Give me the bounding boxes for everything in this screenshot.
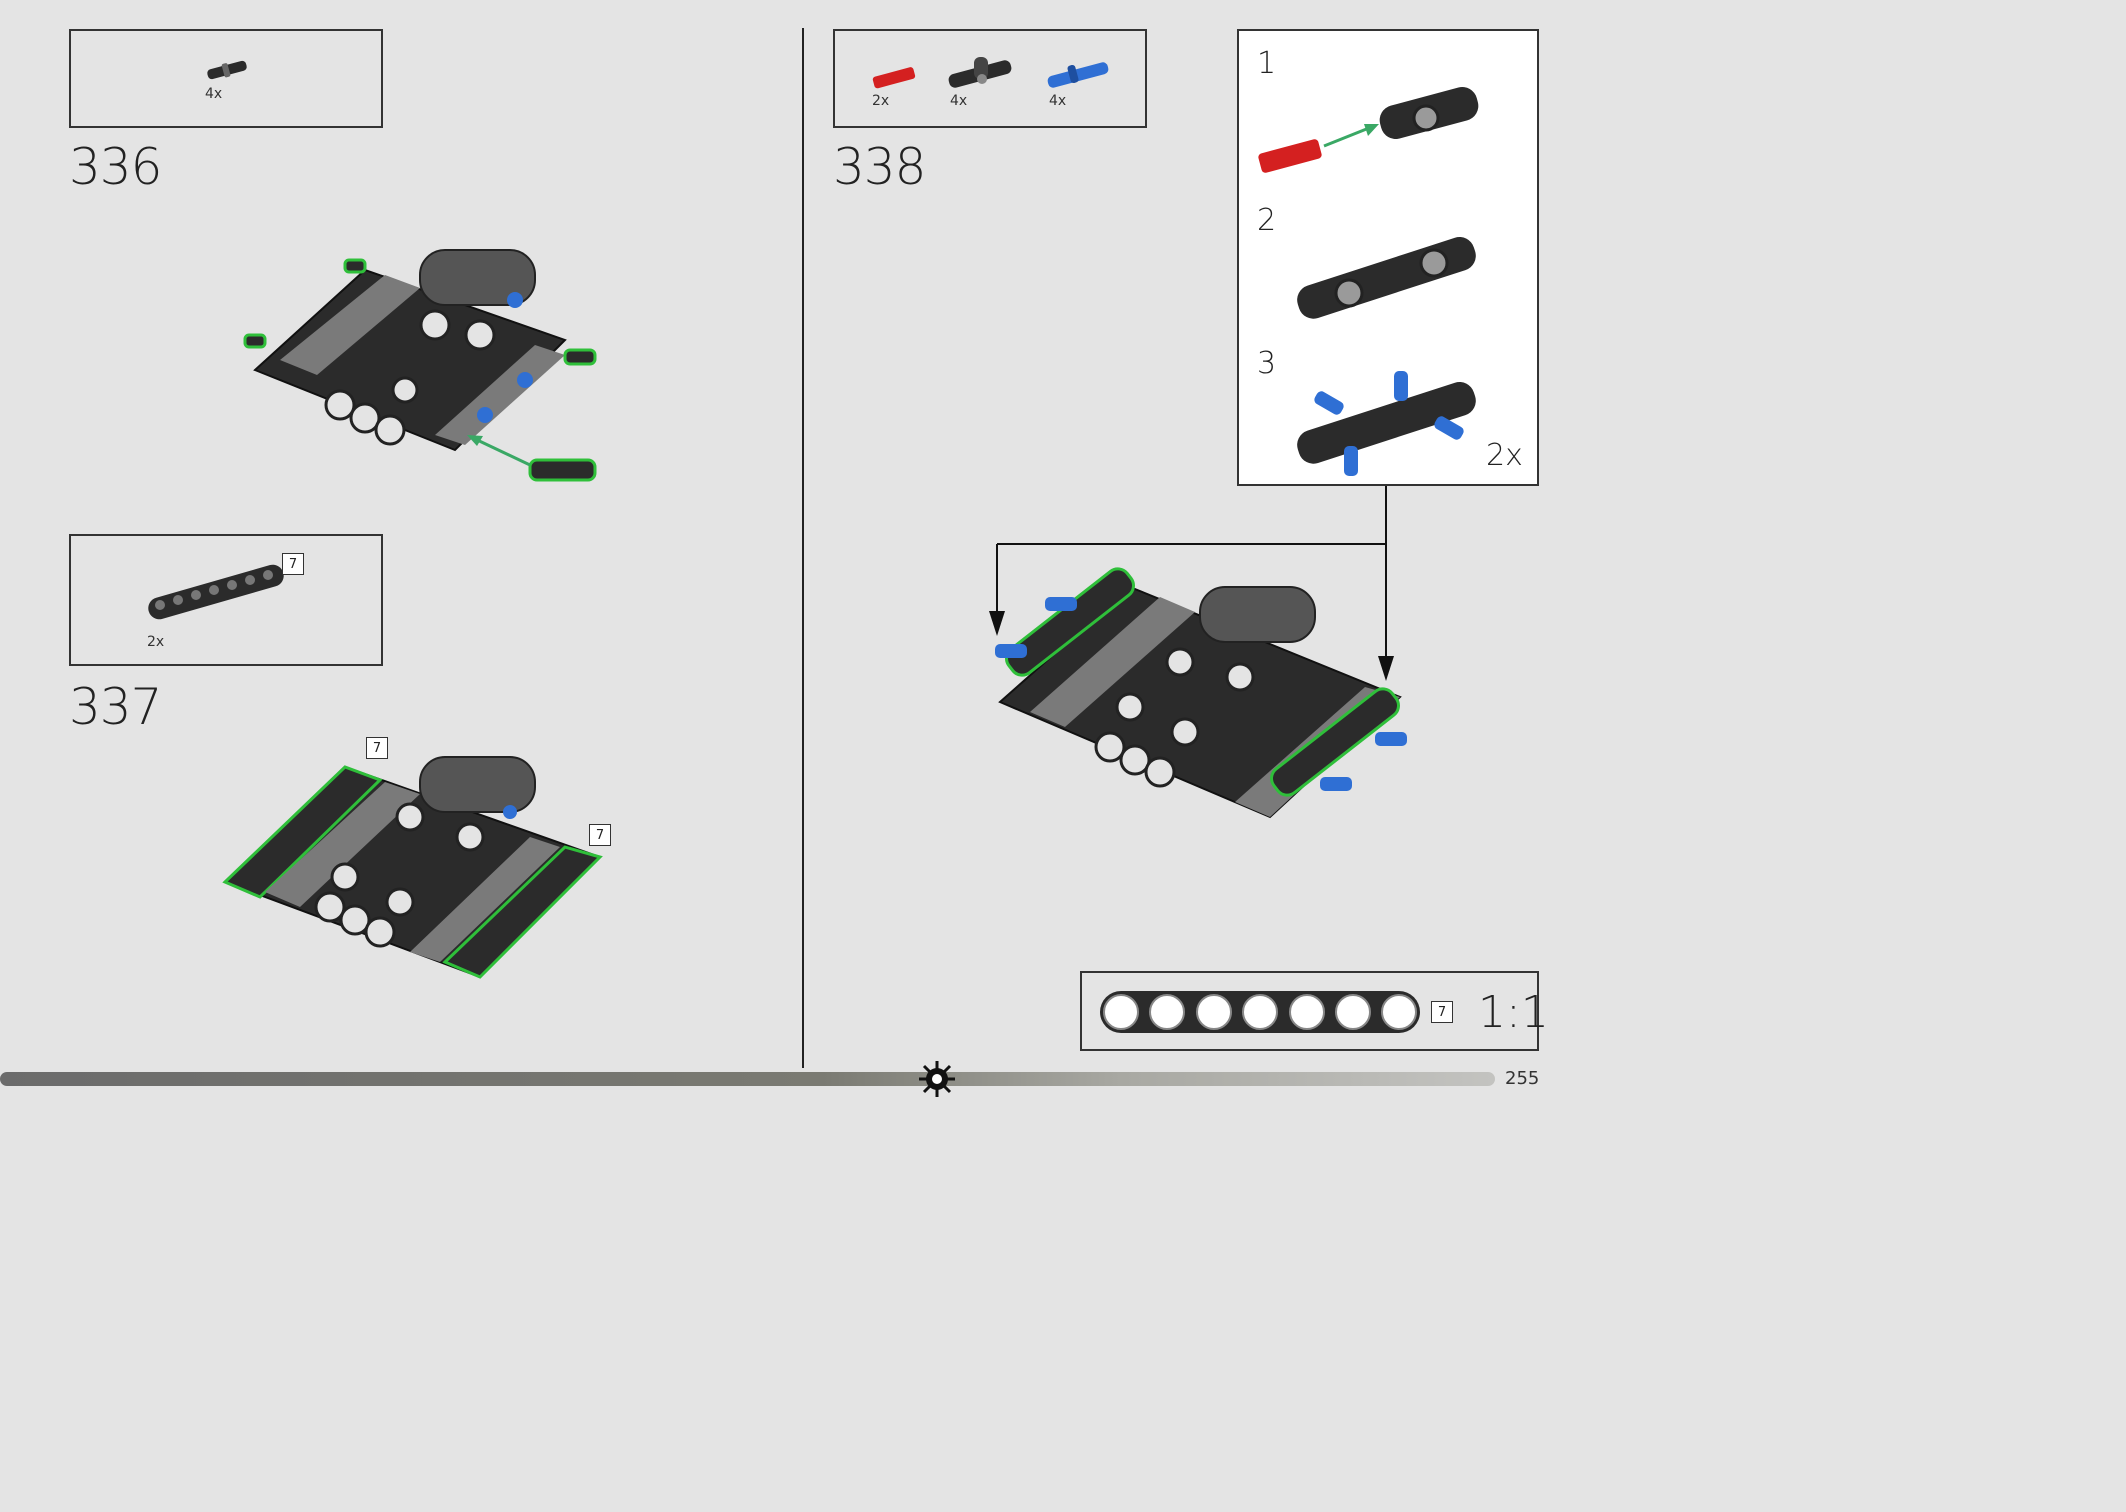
subassembly-multiplier: 2x <box>1486 438 1523 473</box>
assembly-image-336 <box>243 249 597 482</box>
scale-label: 1:1 <box>1478 987 1549 1038</box>
part-quantity: 2x <box>147 634 165 650</box>
part-quantity: 4x <box>205 86 223 102</box>
part-quantity: 4x <box>950 93 968 109</box>
parts-box-338: 2x 4x 4x <box>833 29 1147 128</box>
page-divider <box>802 28 804 1068</box>
beam-length-callout-left: 7 <box>366 737 388 759</box>
page-number: 255 <box>1505 1068 1540 1089</box>
cross-connector-part-image <box>948 57 1012 88</box>
blue-pin-part-image <box>1047 62 1109 88</box>
assembly-image-338 <box>995 567 1407 819</box>
beam-scale-image <box>1100 991 1420 1033</box>
scale-reference-box: 7 1:1 <box>1080 971 1549 1051</box>
pin-part-image <box>207 60 247 80</box>
scale-length-tag: 7 <box>1431 1001 1453 1023</box>
substep-number-1: 1 <box>1257 46 1277 81</box>
step-number-336: 336 <box>69 138 162 196</box>
subassembly-box: 1 2 3 2x <box>1237 29 1539 486</box>
beam-length-callout-right: 7 <box>589 824 611 846</box>
callout-connector-arrows <box>989 486 1394 681</box>
beam-length-tag: 7 <box>282 553 304 575</box>
beam-part-image <box>148 564 284 620</box>
page-progress-bar <box>0 1072 1495 1086</box>
part-quantity: 2x <box>872 93 890 109</box>
substep-number-2: 2 <box>1257 203 1277 238</box>
part-quantity: 4x <box>1049 93 1067 109</box>
parts-box-336: 4x <box>69 29 383 128</box>
step-number-338: 338 <box>833 138 926 196</box>
red-axle-part-image <box>872 67 916 89</box>
substep-3-image <box>1297 371 1476 476</box>
sun-gear-icon <box>919 1061 955 1097</box>
step-number-337: 337 <box>69 678 162 736</box>
substep-number-3: 3 <box>1257 346 1277 381</box>
assembly-image-337 <box>222 756 603 979</box>
parts-box-337: 2x 7 <box>69 534 383 666</box>
substep-1-image <box>1258 87 1479 173</box>
substep-2-image <box>1297 236 1476 319</box>
